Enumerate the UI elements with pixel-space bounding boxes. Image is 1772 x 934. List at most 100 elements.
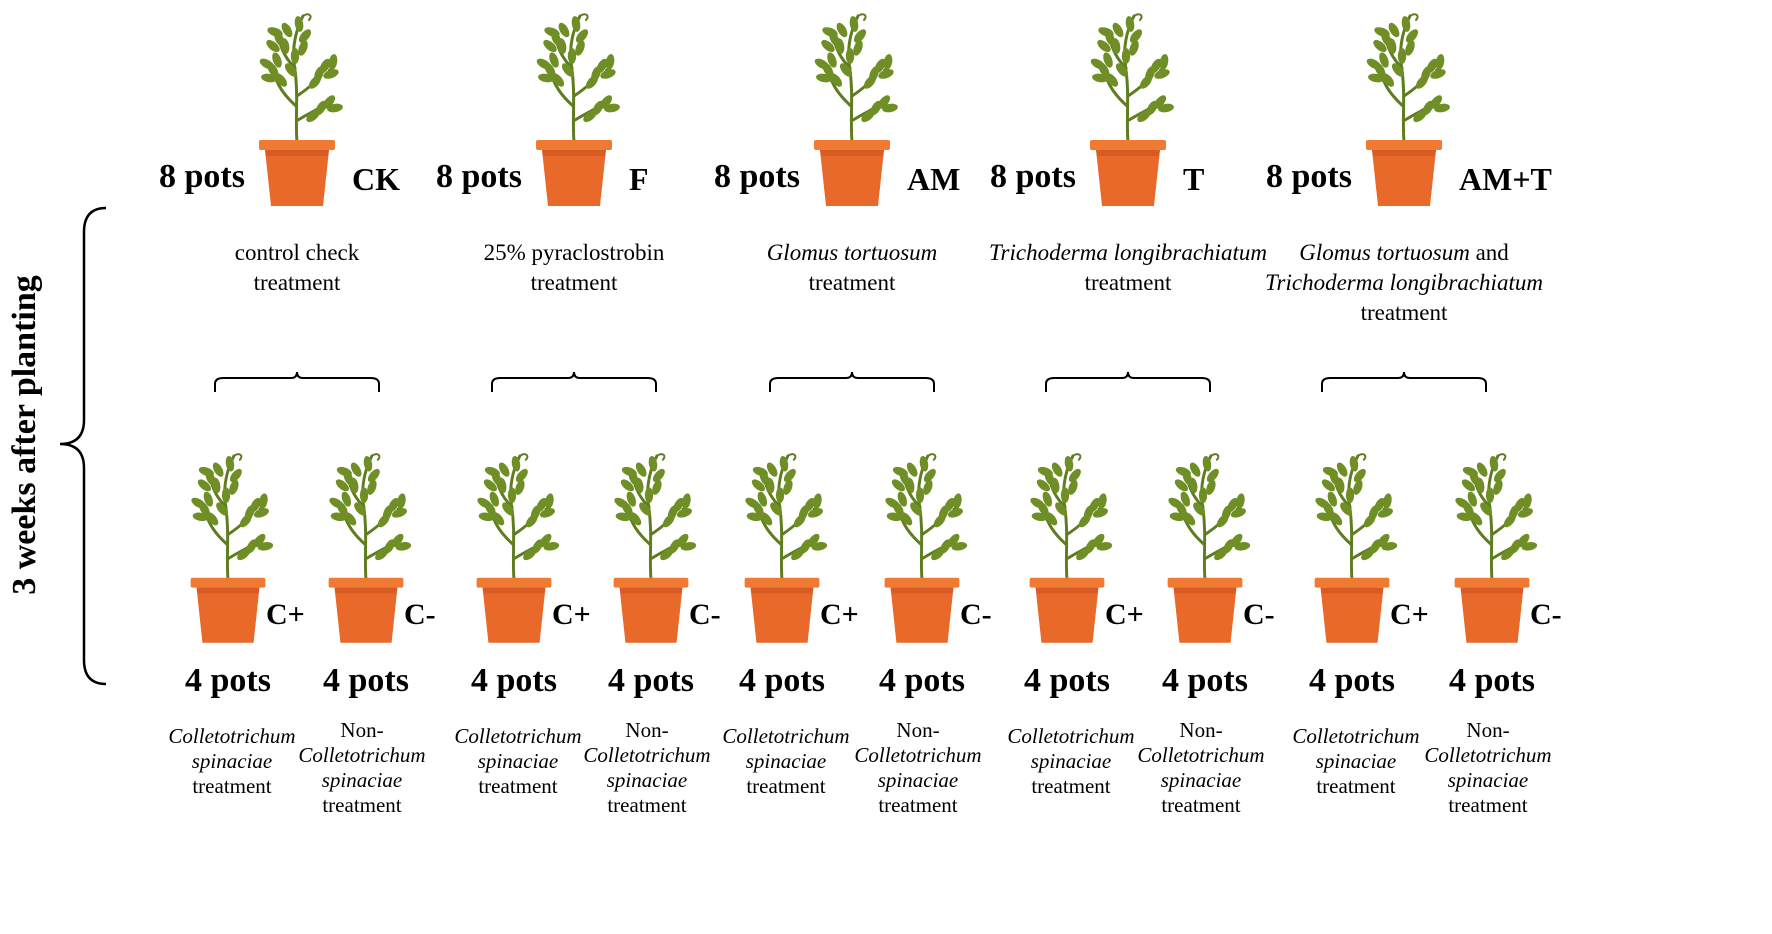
description-line: spinaciae [626, 749, 946, 774]
top-potted-plant-icon [1090, 13, 1174, 206]
description-line: spinaciae [1196, 749, 1516, 774]
description-line: Trichoderma longibrachiatum [968, 238, 1288, 268]
non-infected-potted-plant-icon [613, 453, 697, 643]
description-line: treatment [1196, 774, 1516, 799]
description-line: Colletotrichum [758, 743, 1078, 768]
infected-potted-plant-icon [190, 453, 274, 643]
species-name: Colletotrichum [298, 743, 426, 767]
species-name: spinaciae [191, 749, 273, 773]
description-line: spinaciae [911, 749, 1231, 774]
non-infected-potted-plant-icon [1454, 453, 1538, 643]
sub-pot-count: 4 pots [185, 662, 271, 699]
species-name: Colletotrichum [722, 724, 850, 748]
description-line: treatment [137, 268, 457, 298]
description-text: treatment [253, 270, 341, 295]
description-text: and [1469, 240, 1509, 265]
description-text: 25% pyraclostrobin [483, 240, 665, 265]
species-name: spinaciae [745, 749, 827, 773]
description-line: spinaciae [202, 768, 522, 793]
species-name: Colletotrichum [454, 724, 582, 748]
description-line: Colletotrichum [1196, 724, 1516, 749]
sub-pot-count: 4 pots [471, 662, 557, 699]
non-infected-code: C- [689, 598, 721, 631]
description-line: spinaciae [358, 749, 678, 774]
description-line: control check [137, 238, 457, 268]
description-text: treatment [1031, 774, 1111, 798]
top-potted-plant-icon [814, 13, 898, 206]
species-name: spinaciae [606, 768, 688, 792]
description-line: Colletotrichum [1328, 743, 1648, 768]
group-code: CK [352, 161, 400, 197]
species-name: spinaciae [477, 749, 559, 773]
top-potted-plant-icon [259, 13, 343, 206]
side-label: 3 weeks after planting [6, 275, 43, 595]
description-text: treatment [878, 793, 958, 817]
description-text: Non- [1179, 718, 1223, 742]
group-pot-count: 8 pots [436, 158, 522, 195]
description-line: Colletotrichum [72, 724, 392, 749]
description-text: treatment [1448, 793, 1528, 817]
description-text: control check [234, 240, 360, 265]
group-code: AM [907, 161, 961, 197]
description-line: Non- [1041, 718, 1361, 743]
description-line: Colletotrichum [1041, 743, 1361, 768]
species-name: Colletotrichum [1424, 743, 1552, 767]
species-name: Glomus tortuosum [766, 240, 938, 265]
description-text: treatment [192, 774, 272, 798]
description-line: 25% pyraclostrobin [414, 238, 734, 268]
description-line: treatment [358, 774, 678, 799]
species-name: spinaciae [1315, 749, 1397, 773]
non-infected-potted-plant-icon [328, 453, 412, 643]
description-line: treatment [968, 268, 1288, 298]
description-line: spinaciae [1041, 768, 1361, 793]
description-text: Non- [896, 718, 940, 742]
group-pot-count: 8 pots [159, 158, 245, 195]
description-line: Colletotrichum [911, 724, 1231, 749]
description-text: treatment [530, 270, 618, 295]
non-infected-potted-plant-icon [1167, 453, 1251, 643]
species-name: Colletotrichum [854, 743, 982, 767]
description-text: Non- [1466, 718, 1510, 742]
infected-code: C+ [820, 598, 859, 631]
description-line: treatment [1244, 298, 1564, 328]
infected-potted-plant-icon [1029, 453, 1113, 643]
non-infected-code: C- [960, 598, 992, 631]
species-name: Colletotrichum [1137, 743, 1265, 767]
group-curly-brace [1045, 371, 1211, 392]
non-infected-code: C- [404, 598, 436, 631]
infected-code: C+ [552, 598, 591, 631]
species-name: Glomus tortuosum [1299, 240, 1470, 265]
description-line: spinaciae [758, 768, 1078, 793]
non-infected-code: C- [1530, 598, 1562, 631]
sub-pot-count: 4 pots [1309, 662, 1395, 699]
group-description: control check treatment [137, 238, 457, 298]
group-curly-brace [214, 371, 380, 392]
description-line: Colletotrichum [626, 724, 946, 749]
description-line: treatment [911, 774, 1231, 799]
species-name: Colletotrichum [1292, 724, 1420, 748]
species-name: spinaciae [1160, 768, 1242, 792]
description-line: Colletotrichum [358, 724, 678, 749]
group-curly-brace [769, 371, 935, 392]
sub-pot-count: 4 pots [1024, 662, 1110, 699]
description-line: Glomus tortuosum [692, 238, 1012, 268]
description-line: Trichoderma longibrachiatum [1244, 268, 1564, 298]
description-text: treatment [1161, 793, 1241, 817]
description-line: Non- [487, 718, 807, 743]
description-text: treatment [322, 793, 402, 817]
species-name: spinaciae [321, 768, 403, 792]
description-text: Non- [340, 718, 384, 742]
description-text: treatment [478, 774, 558, 798]
group-pot-count: 8 pots [1266, 158, 1352, 195]
infected-code: C+ [266, 598, 305, 631]
